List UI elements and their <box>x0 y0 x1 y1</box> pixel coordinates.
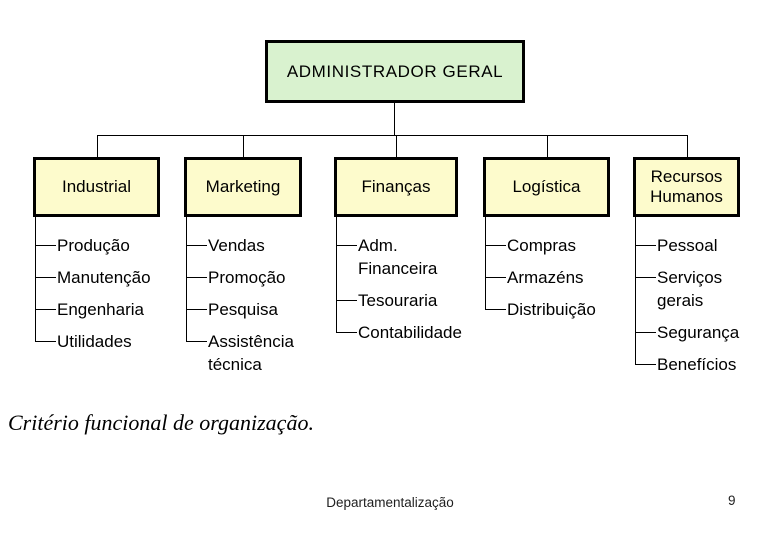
sub-item-label: Adm. Financeira <box>358 236 438 278</box>
connector-column-line <box>635 217 636 365</box>
sub-item-manutencao: Manutenção <box>35 266 179 289</box>
connector-stub-logistica <box>547 135 548 158</box>
dept-box-financas: Finanças <box>334 157 458 217</box>
connector-stub-industrial <box>97 135 98 158</box>
connector-tick <box>35 245 56 246</box>
sub-item-label: Benefícios <box>657 355 737 374</box>
connector-tick <box>35 309 56 310</box>
connector-stub-recursos-humanos <box>687 135 688 158</box>
org-root-box: ADMINISTRADOR GERAL <box>265 40 525 103</box>
sub-item-label: Pesquisa <box>208 300 278 319</box>
connector-column-line <box>186 217 187 342</box>
connector-tick <box>635 364 656 365</box>
connector-tick <box>485 277 506 278</box>
connector-tick <box>485 309 506 310</box>
sub-item-pesquisa: Pesquisa <box>186 298 328 321</box>
sub-item-label: Segurança <box>657 323 740 342</box>
connector-tick <box>635 277 656 278</box>
sub-item-armazens: Armazéns <box>485 266 629 289</box>
sub-item-contabilidade: Contabilidade <box>336 321 478 344</box>
sub-item-seguranca: Segurança <box>635 321 763 344</box>
dept-box-industrial: Industrial <box>33 157 160 217</box>
connector-column-line <box>336 217 337 333</box>
slide-caption: Critério funcional de organização. <box>8 410 314 435</box>
sub-item-label: Vendas <box>208 236 265 255</box>
sub-item-label: Compras <box>507 236 576 255</box>
sub-item-beneficios: Benefícios <box>635 353 763 376</box>
connector-root-stem <box>394 103 395 136</box>
footer-title: Departamentalização <box>326 495 454 510</box>
connector-tick <box>336 300 357 301</box>
connector-tick <box>635 332 656 333</box>
sub-item-label: Distribuição <box>507 300 596 319</box>
connector-tick <box>186 277 207 278</box>
connector-tick <box>635 245 656 246</box>
connector-column-line <box>35 217 36 342</box>
sub-item-label: Promoção <box>208 268 286 287</box>
sub-item-adm-financeira: Adm. Financeira <box>336 234 478 280</box>
sub-item-label: Assistência técnica <box>208 332 294 374</box>
connector-stub-marketing <box>243 135 244 158</box>
sub-item-pessoal: Pessoal <box>635 234 763 257</box>
connector-tick <box>35 341 56 342</box>
sub-item-label: Pessoal <box>657 236 718 255</box>
sub-item-label: Serviços gerais <box>657 268 723 310</box>
connector-tick <box>186 245 207 246</box>
dept-box-recursos-humanos: Recursos Humanos <box>633 157 740 217</box>
sub-item-producao: Produção <box>35 234 179 257</box>
page-number: 9 <box>728 493 736 508</box>
sub-item-distribuicao: Distribuição <box>485 298 629 321</box>
sub-item-label: Produção <box>57 236 130 255</box>
dept-box-marketing: Marketing <box>184 157 302 217</box>
sub-item-engenharia: Engenharia <box>35 298 179 321</box>
sub-item-utilidades: Utilidades <box>35 330 179 353</box>
connector-stub-financas <box>396 135 397 158</box>
dept-box-logistica: Logística <box>483 157 610 217</box>
connector-tick <box>186 341 207 342</box>
connector-tick <box>336 332 357 333</box>
connector-tick <box>336 245 357 246</box>
connector-horizontal-line <box>97 135 688 136</box>
connector-tick <box>35 277 56 278</box>
sub-item-vendas: Vendas <box>186 234 328 257</box>
sub-item-label: Utilidades <box>57 332 132 351</box>
sub-item-servicos-gerais: Serviços gerais <box>635 266 763 312</box>
sub-item-promocao: Promoção <box>186 266 328 289</box>
sub-item-tesouraria: Tesouraria <box>336 289 478 312</box>
connector-tick <box>485 245 506 246</box>
sub-item-label: Engenharia <box>57 300 144 319</box>
sub-item-label: Armazéns <box>507 268 584 287</box>
connector-column-line <box>485 217 486 310</box>
sub-item-label: Contabilidade <box>358 323 462 342</box>
connector-tick <box>186 309 207 310</box>
sub-item-assistencia-tecnica: Assistência técnica <box>186 330 328 376</box>
sub-item-label: Tesouraria <box>358 291 438 310</box>
sub-item-compras: Compras <box>485 234 629 257</box>
sub-item-label: Manutenção <box>57 268 151 287</box>
